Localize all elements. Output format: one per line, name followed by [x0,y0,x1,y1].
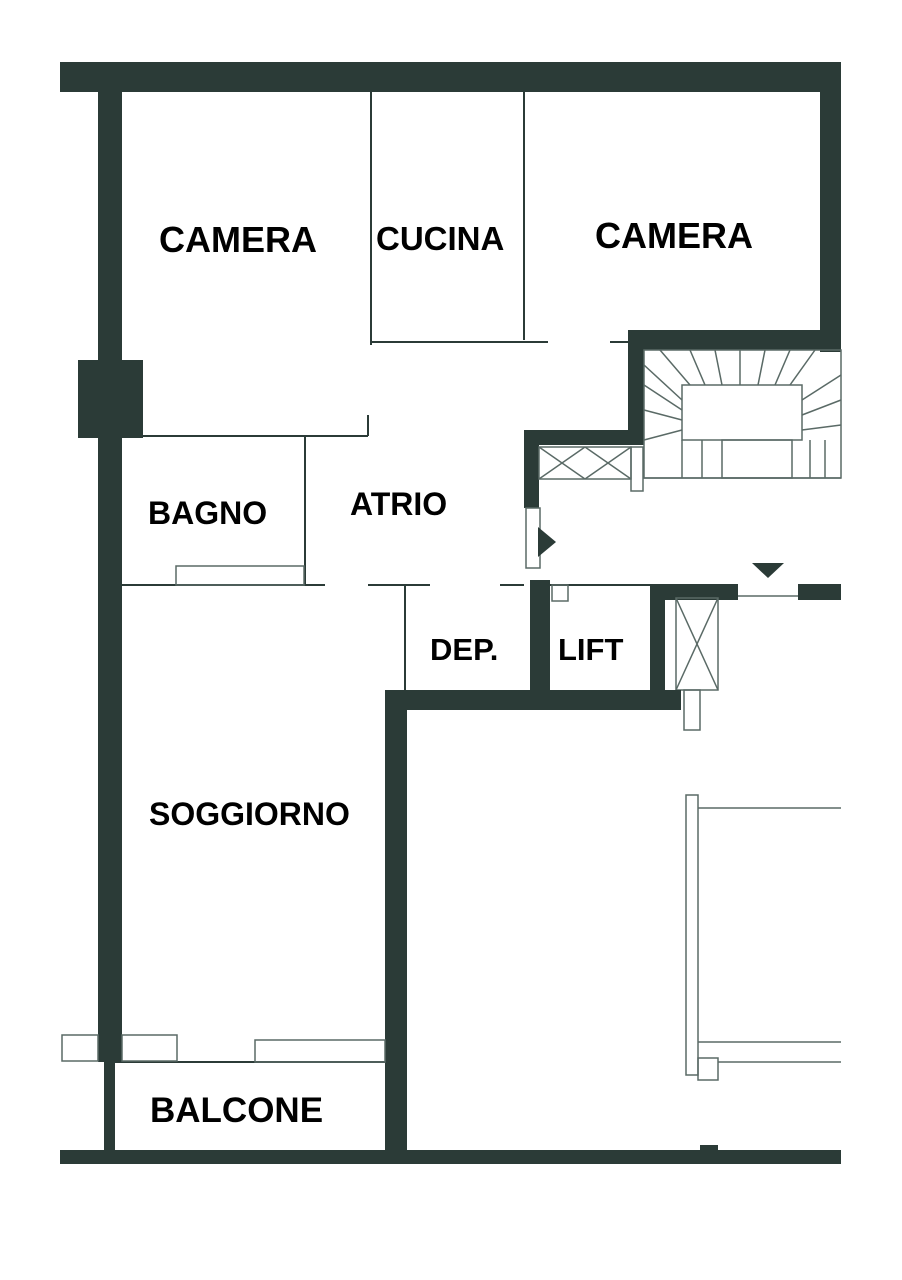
landing-wall-right [798,584,841,600]
lift-door [551,584,569,602]
stair-wall-left [628,330,644,445]
stair-core-wall-left [524,430,539,508]
lift-right-wall [650,584,665,692]
triangle-down-icon [752,563,784,578]
lift-shaft-box [675,597,719,731]
staircase-icon [643,349,842,479]
room-label-soggiorno: SOGGIORNO [149,796,350,832]
triangle-left-icon [538,527,556,557]
bagno-window [175,565,305,586]
room-label-cucina: CUCINA [376,220,505,257]
right-wall-upper [820,62,841,352]
room-label-bagno: BAGNO [148,495,268,531]
room-label-balcone: BALCONE [150,1091,324,1130]
left-wall-pillar [78,360,143,438]
dep-lift-wall [530,580,550,692]
stair-shaft-box [538,446,841,492]
entrance-door-frame [525,507,541,569]
bottom-wall [60,1150,841,1164]
room-label-atrio: ATRIO [350,486,448,522]
soggiorno-right-wall [385,690,407,1160]
landing-wall-mid [655,584,738,600]
top-wall [60,62,841,92]
dep-bottom-wall [385,690,681,710]
stair-wall-top [628,330,841,350]
balcone-window-right [254,1039,386,1063]
neighbour-block [685,794,841,1157]
balcone-window-left [61,1034,178,1062]
left-wall-lower [104,1062,115,1158]
stair-core-wall-top [524,430,644,445]
left-wall [98,62,122,1062]
room-label-camera-right: CAMERA [595,215,753,256]
room-label-camera-left: CAMERA [159,219,317,260]
room-label-dep: DEP. [430,632,499,667]
room-label-lift: LIFT [558,632,624,667]
